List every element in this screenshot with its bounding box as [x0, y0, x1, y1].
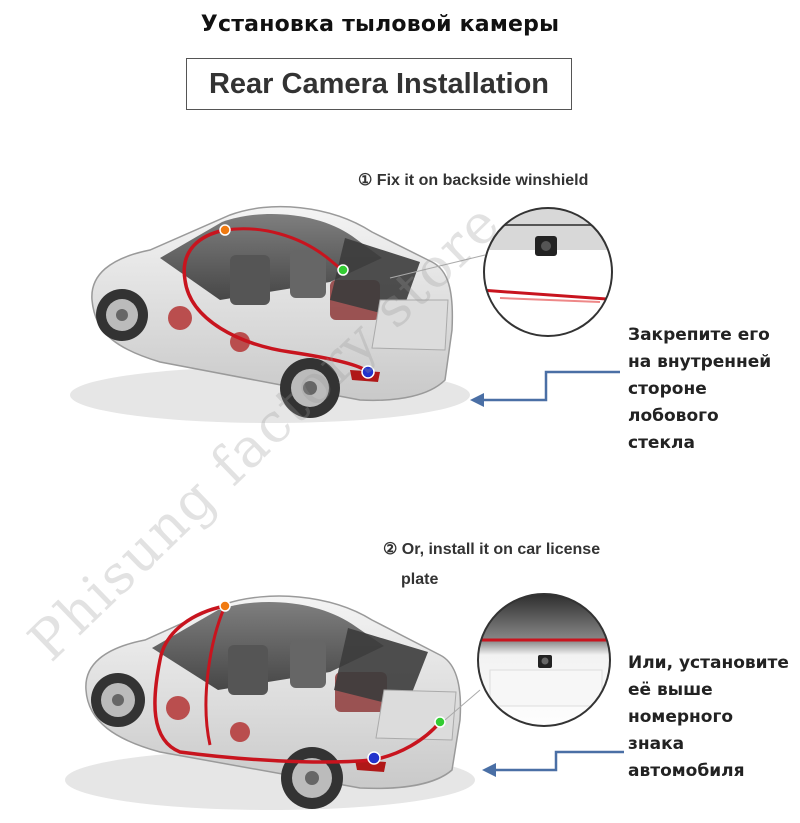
power-dot-1 [361, 365, 375, 379]
arrow-step2 [482, 750, 624, 777]
step1-description-line: стороне [628, 379, 707, 399]
step2-description-line: её выше [628, 680, 713, 700]
step1-description: Закрепите его на внутренней стороне лобо… [628, 322, 771, 457]
step1-description-line: на внутренней [628, 352, 772, 372]
step1-label: ① Fix it on backside winshield [358, 172, 589, 189]
car-illustration-2 [65, 595, 481, 810]
zoom-circle-windshield [483, 207, 613, 337]
step2-description: Или, установите её выше номерного знака … [628, 650, 789, 785]
power-dot-2 [367, 751, 381, 765]
step2-description-line: номерного [628, 707, 734, 727]
car-illustration-1 [70, 205, 486, 423]
step1-description-line: Закрепите его [628, 325, 770, 345]
camera-dot-2 [434, 716, 446, 728]
step2-description-line: знака [628, 734, 685, 754]
step1-description-line: стекла [628, 433, 695, 453]
monitor-dot-1 [219, 224, 231, 236]
step2-label-line1: ② Or, install it on car license [383, 541, 601, 558]
page-title-ru: Установка тыловой камеры [200, 12, 560, 37]
step2-label-line2: plate [401, 571, 439, 588]
step2-description-line: Или, установите [628, 653, 789, 673]
step1-description-line: лобового [628, 406, 719, 426]
page-title-en: Rear Camera Installation [186, 58, 572, 110]
arrow-step1 [470, 370, 620, 407]
monitor-dot-2 [219, 600, 231, 612]
zoom-circle-license-plate [477, 593, 611, 727]
step2-description-line: автомобиля [628, 761, 745, 781]
camera-dot-1 [337, 264, 349, 276]
